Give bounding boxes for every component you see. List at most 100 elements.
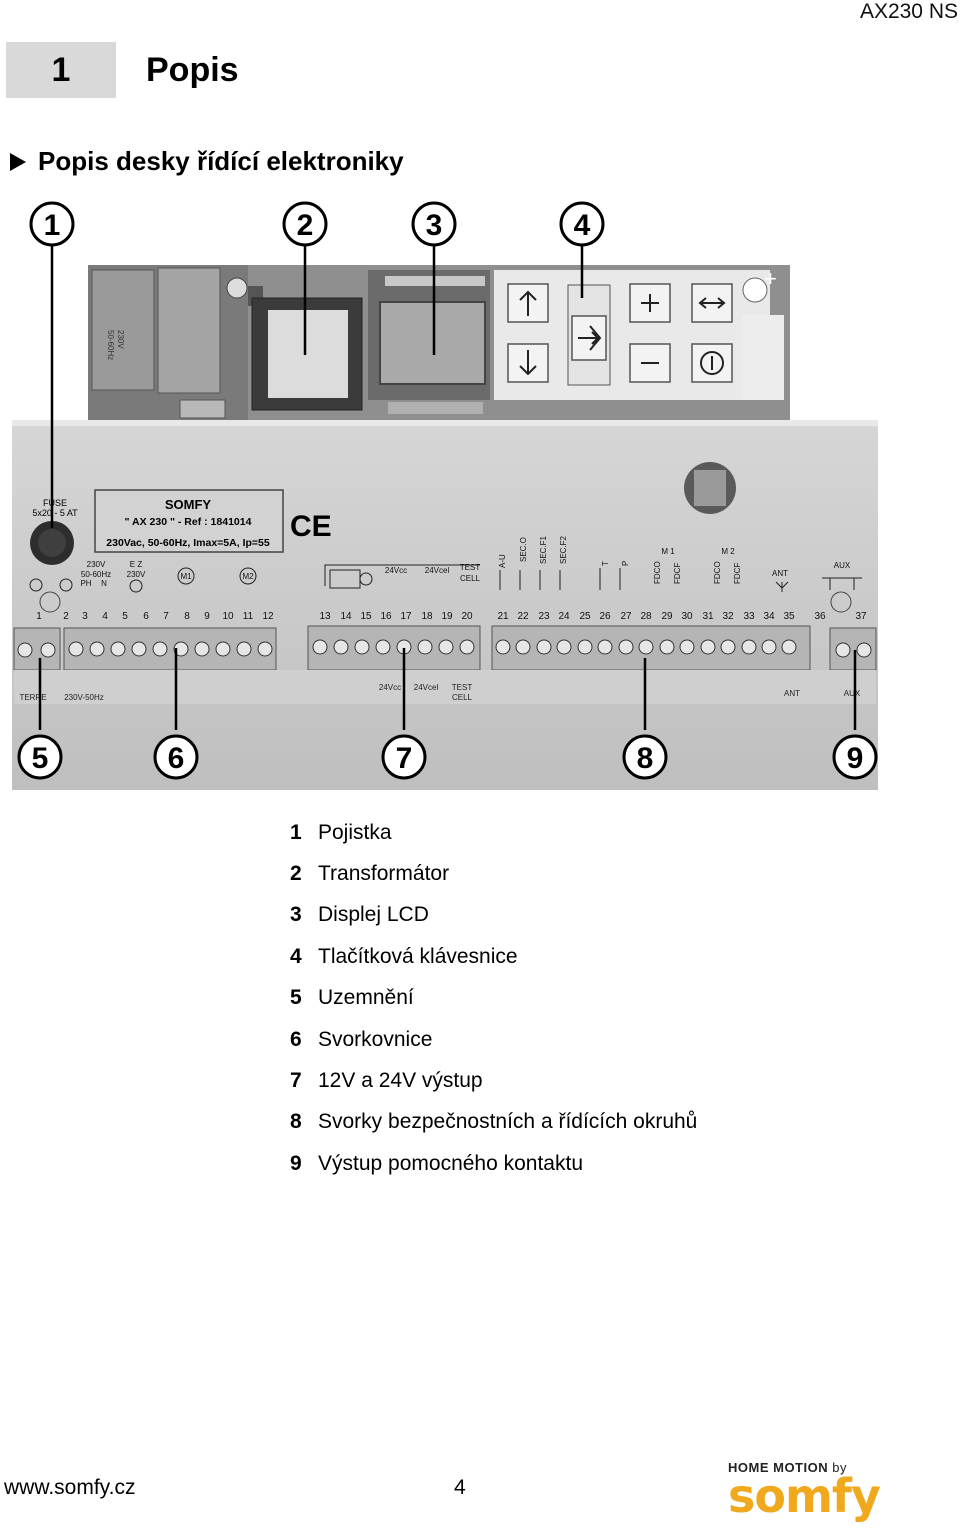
callout-number-7: 7: [396, 742, 413, 775]
chapter-heading: 1 Popis: [6, 42, 239, 98]
label-terre: TERRE: [19, 693, 46, 702]
logo-tagline: HOME MOTION by: [728, 1460, 928, 1475]
footer-url[interactable]: www.somfy.cz: [4, 1476, 136, 1499]
label-m2b: M 2: [721, 547, 735, 556]
legend-text: Tlačítková klávesnice: [318, 944, 518, 968]
terminal-number: 1: [36, 611, 42, 622]
terminal-number: 14: [340, 611, 352, 622]
terminal-number: 17: [400, 611, 412, 622]
terminal-number: 34: [763, 611, 775, 622]
lcd-bottom-pins: [388, 402, 483, 414]
arrow-up-icon: [519, 290, 537, 316]
terminal-number: 20: [461, 611, 473, 622]
label-fdcf-2: FDCF: [733, 563, 742, 584]
terminal-number: 13: [319, 611, 331, 622]
plate-ref: " AX 230 " - Ref : 1841014: [125, 516, 252, 528]
section-heading: Popis desky řídící elektroniky: [10, 146, 404, 177]
ground-screw: [39, 591, 61, 613]
terminal-number: 9: [204, 611, 210, 622]
section-title: Popis desky řídící elektroniky: [38, 146, 404, 176]
lamp-symbol-2: [359, 572, 373, 586]
callout-circle-3: [411, 201, 457, 247]
terminal-number: 10: [222, 611, 234, 622]
callout-number-1: 1: [44, 209, 61, 242]
terminal-number: 7: [163, 611, 169, 622]
fuse-spec: 5x20 - 5 AT: [32, 508, 78, 518]
board-cover: [12, 420, 878, 790]
legend-number: 9: [290, 1151, 302, 1175]
fuse-label: FUSE: [43, 498, 67, 508]
transformer-label-hz: 50-60Hz: [106, 330, 115, 360]
list-item: 9 Výstup pomocného kontaktu: [290, 1143, 697, 1184]
terminal-number: 32: [722, 611, 734, 622]
lamp-symbol: [129, 579, 143, 593]
ground-symbol-1: [29, 578, 43, 592]
callout-circle-9: [832, 734, 878, 780]
legend-text: Transformátor: [318, 862, 450, 886]
terminal-number: 36: [814, 611, 826, 622]
terminal-number: 37: [855, 611, 867, 622]
control-board-figure: 230V 50-60Hz + FUSE 5x20 - 5 AT S: [12, 201, 878, 790]
callout-circle-1: [29, 201, 75, 247]
callout-number-9: 9: [847, 742, 864, 775]
terminal-number: 31: [702, 611, 714, 622]
enter-icon: [578, 325, 602, 351]
label-m2: M2: [242, 572, 254, 581]
terminal-number: 24: [558, 611, 570, 622]
label-t: T: [601, 561, 610, 566]
label-fdco-1: FDCO: [653, 561, 662, 584]
transformer-block: [157, 267, 221, 394]
arrow-down-icon: [519, 350, 537, 376]
label-p: P: [621, 561, 630, 566]
terminal-number: 18: [421, 611, 433, 622]
label-secf2: SEC.F2: [559, 535, 568, 564]
contacts-secure: [499, 570, 561, 590]
label-aux: AUX: [834, 561, 851, 570]
label-fdcf-1: FDCF: [673, 563, 682, 584]
contacts-tp: [599, 568, 621, 590]
legend-number: 1: [290, 820, 302, 844]
double-arrow-icon: [698, 297, 726, 309]
legend-number: 6: [290, 1027, 302, 1051]
terminal-number: 22: [517, 611, 529, 622]
label-ant-bottom: ANT: [784, 689, 800, 698]
chapter-title: Popis: [146, 50, 239, 89]
plate-rating: 230Vac, 50-60Hz, Imax=5A, Ip=55: [106, 537, 270, 549]
callout-circle-5: [17, 734, 63, 780]
ground-symbol-2: [59, 578, 73, 592]
transformer-left-block: [91, 269, 155, 391]
label-ant: ANT: [772, 569, 788, 578]
page-number: 4: [454, 1476, 466, 1499]
legend-text: Výstup pomocného kontaktu: [318, 1151, 584, 1175]
label-seco: SEC.O: [519, 537, 528, 562]
terminal-number: 3: [82, 611, 88, 622]
pcb-right-edge: [742, 315, 784, 400]
terminal-number: 2: [63, 611, 69, 622]
label-cell: CELL: [460, 574, 481, 583]
aux-screw: [830, 591, 852, 613]
contact-bracket: [324, 564, 480, 586]
legend-number: 8: [290, 1110, 302, 1134]
callout-circle-7: [381, 734, 427, 780]
label-50-60hz: 50-60Hz: [81, 570, 111, 579]
capacitor: [226, 277, 248, 299]
aux-contact-symbol: [822, 577, 862, 590]
callout-number-3: 3: [426, 209, 443, 242]
label-fdco-2: FDCO: [713, 561, 722, 584]
terminal-number: 11: [243, 611, 254, 622]
label-230v-50hz: 230V-50Hz: [64, 693, 104, 702]
legend-text: Svorky bezpečnostních a řídících okruhů: [318, 1110, 698, 1134]
terminal-number: 33: [743, 611, 755, 622]
mounting-hole: [742, 277, 768, 303]
terminal-number: 28: [640, 611, 652, 622]
label-cell-bottom: CELL: [452, 693, 473, 702]
callout-number-5: 5: [32, 742, 49, 775]
terminal-number: 15: [360, 611, 372, 622]
rating-plate: [94, 489, 284, 553]
